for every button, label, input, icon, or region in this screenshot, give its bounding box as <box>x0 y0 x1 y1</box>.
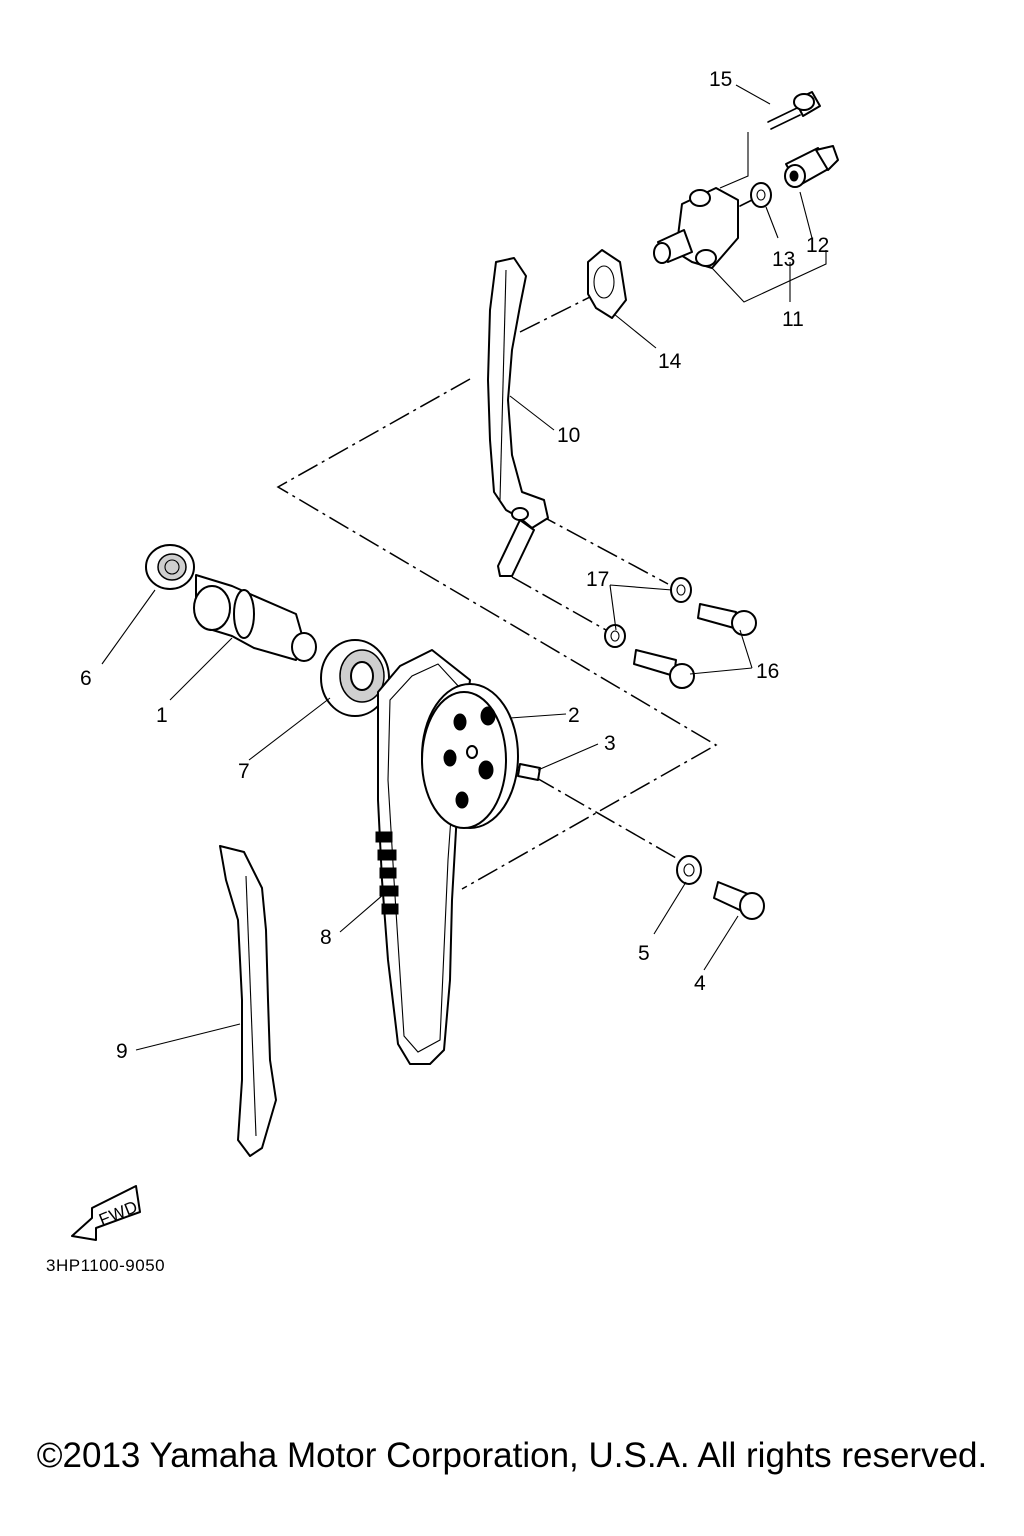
callout-13: 13 <box>772 248 795 271</box>
plug-bolt-12 <box>784 145 839 188</box>
washer-13 <box>750 182 772 208</box>
fwd-arrow-icon: FWD <box>71 1185 141 1241</box>
callout-10: 10 <box>557 424 580 447</box>
callout-4: 4 <box>694 972 706 995</box>
cam-chain-tensioner-11 <box>653 187 753 269</box>
sprocket-2 <box>421 683 519 829</box>
chain-guide-9 <box>219 845 277 1157</box>
callout-16: 16 <box>756 660 779 683</box>
bearing-6 <box>145 544 195 590</box>
camshaft-1 <box>193 574 317 662</box>
callout-14: 14 <box>658 350 682 373</box>
bolt-15 <box>767 91 821 130</box>
gasket-14 <box>587 249 627 319</box>
callout-5: 5 <box>638 942 650 965</box>
bolts-16 <box>633 603 757 689</box>
bearing-7 <box>320 639 390 717</box>
copyright-notice: ©2013 Yamaha Motor Corporation, U.S.A. A… <box>36 1436 988 1475</box>
callout-17: 17 <box>586 568 609 591</box>
callout-9: 9 <box>116 1040 128 1063</box>
leader-lines <box>101 84 827 1051</box>
callout-8: 8 <box>320 926 332 949</box>
drawing-code: 3HP1100-9050 <box>46 1256 165 1275</box>
callout-7: 7 <box>238 760 250 783</box>
callout-12: 12 <box>806 234 829 257</box>
callout-6: 6 <box>80 667 92 690</box>
callout-2: 2 <box>568 704 580 727</box>
callout-1: 1 <box>156 704 168 727</box>
washer-5 <box>676 855 702 885</box>
dowel-pin-3 <box>517 763 541 781</box>
bolt-4 <box>713 881 765 920</box>
chain-guide-10 <box>487 257 549 577</box>
callout-11: 11 <box>782 308 804 331</box>
callout-15: 15 <box>709 68 732 91</box>
callout-3: 3 <box>604 732 616 755</box>
